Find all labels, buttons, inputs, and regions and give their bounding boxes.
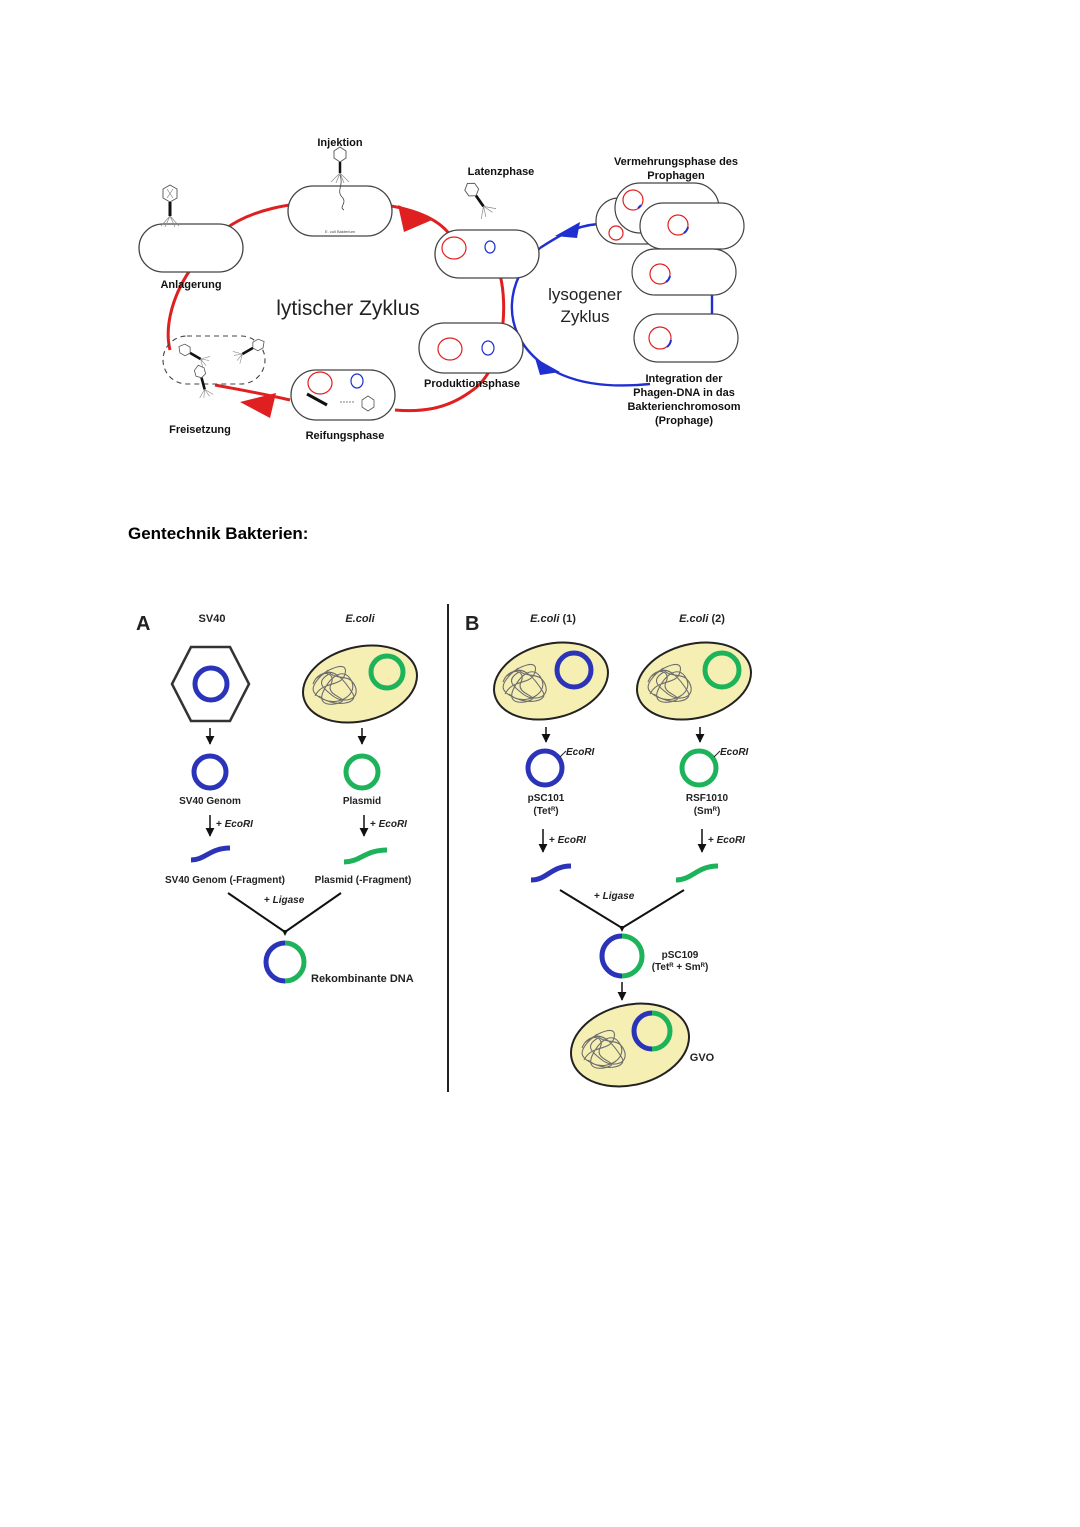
- sv40-virus-hexagon: [170, 645, 251, 723]
- psc109-marker: (TetR + SmR): [652, 962, 709, 973]
- label-lytischer-zyklus: lytischer Zyklus: [276, 297, 420, 320]
- rsf1010-fragment: [675, 863, 719, 883]
- sv40-genome-label: SV40 Genom: [179, 796, 241, 807]
- psc101-label: pSC101: [528, 793, 565, 804]
- sv40-genome-circle: [191, 753, 229, 791]
- ecoli-bacterium-label: E. coli Bakterium: [325, 229, 356, 234]
- plasmid-circle: [343, 753, 381, 791]
- lytic-arrowhead-bottom: [240, 393, 276, 418]
- ecori-site-label-1: EcoRI: [566, 747, 595, 758]
- ecoli-1-title: E.coli (1): [530, 613, 576, 625]
- label-integration-3: Bakterienchromosom: [627, 401, 740, 413]
- psc101-marker: (TetR): [533, 806, 558, 817]
- label-produktionsphase: Produktionsphase: [424, 378, 520, 390]
- latency-cell: [434, 182, 540, 279]
- psc101-circle: [525, 748, 565, 788]
- attachment-cell: [138, 183, 244, 273]
- label-integration-2: Phagen-DNA in das: [633, 387, 735, 399]
- panel-b: B E.coli (1) E.coli (2) EcoRI EcoRI pSC1…: [465, 613, 752, 1088]
- label-lysogen-2: Zyklus: [560, 307, 609, 326]
- sv40-fragment-label: SV40 Genom (-Fragment): [165, 875, 285, 886]
- panel-b-letter: B: [465, 613, 479, 635]
- ligase-label-b: + Ligase: [594, 891, 635, 902]
- gvo-label: GVO: [690, 1052, 715, 1064]
- ecoli-2-title: E.coli (2): [679, 613, 725, 625]
- panel-a: A SV40 E.coli SV40 Genom Plasmid + EcoRI…: [136, 613, 418, 985]
- label-integration-1: Integration der: [645, 373, 723, 385]
- label-reifungsphase: Reifungsphase: [306, 430, 385, 442]
- rsf1010-circle: [679, 748, 719, 788]
- label-anlagerung: Anlagerung: [160, 279, 221, 291]
- ecoli-1-plasmid-ring: [554, 650, 594, 690]
- production-cell: [418, 322, 524, 374]
- plasmid-label: Plasmid: [343, 796, 381, 807]
- sv40-fragment: [190, 845, 231, 863]
- lytic-arrowhead-top: [398, 205, 432, 232]
- label-vermehrung-1: Vermehrungsphase des: [614, 156, 738, 168]
- ecoli-plasmid-ring: [368, 653, 406, 691]
- rsf1010-marker: (SmR): [694, 806, 721, 817]
- maturation-cell: [290, 369, 396, 421]
- enzyme-label-a1: + EcoRI: [216, 819, 253, 830]
- plasmid-fragment: [343, 847, 388, 865]
- enzyme-label-b1: + EcoRI: [549, 835, 586, 846]
- psc109-label: pSC109: [662, 950, 699, 961]
- section-heading: Gentechnik Bakterien:: [128, 524, 309, 543]
- plasmid-fragment-label: Plasmid (-Fragment): [315, 875, 412, 886]
- integration-cell: [633, 313, 739, 363]
- ecoli-title: E.coli: [345, 613, 375, 625]
- enzyme-label-a2: + EcoRI: [370, 819, 407, 830]
- psc109-ring: [599, 933, 645, 979]
- label-vermehrung-2: Prophagen: [647, 170, 705, 182]
- sv40-genome-ring: [192, 665, 230, 703]
- ligase-label-a: + Ligase: [264, 895, 305, 906]
- gvo-plasmid-ring: [631, 1010, 673, 1052]
- psc101-fragment: [530, 863, 572, 883]
- ecoli-2-plasmid-ring: [702, 650, 742, 690]
- lysogenic-arrowhead-top: [555, 222, 580, 238]
- rsf1010-label: RSF1010: [686, 793, 729, 804]
- lysogenic-arrowhead-bottom: [535, 358, 560, 375]
- ecoli-cell-a: [302, 644, 418, 724]
- label-integration-4: (Prophage): [655, 415, 713, 427]
- lysogenic-cycle-path: [510, 222, 714, 387]
- ecori-site-label-2: EcoRI: [720, 747, 749, 758]
- phage-cycle-diagram: E. coli Bakterium: [138, 137, 745, 442]
- label-freisetzung: Freisetzung: [169, 424, 231, 436]
- panel-a-letter: A: [136, 613, 150, 635]
- prophage-multiplication-cells: [595, 182, 745, 296]
- release-cell: [162, 335, 266, 399]
- label-lysogen-1: lysogener: [548, 285, 622, 304]
- recombinant-dna-label: Rekombinante DNA: [311, 973, 414, 985]
- enzyme-label-b2: + EcoRI: [708, 835, 745, 846]
- gvo-cell: [569, 1002, 691, 1088]
- sv40-title: SV40: [199, 613, 226, 625]
- injection-cell: E. coli Bakterium: [287, 146, 393, 237]
- label-injektion: Injektion: [317, 137, 363, 149]
- recombinant-dna-ring-a: [263, 940, 307, 984]
- genetic-engineering-diagram: A SV40 E.coli SV40 Genom Plasmid + EcoRI…: [136, 604, 752, 1092]
- label-latenzphase: Latenzphase: [468, 166, 535, 178]
